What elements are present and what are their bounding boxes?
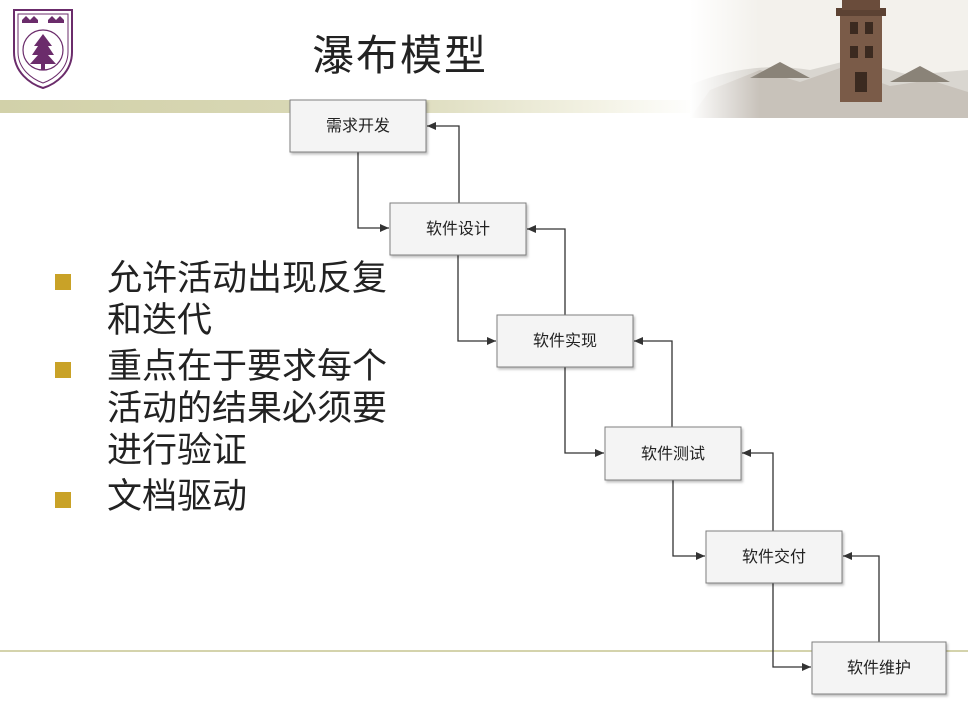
bullet-text: 允许活动出现反复和迭代 [107,259,388,341]
forward-arrow [772,583,811,671]
forward-arrow [357,152,389,232]
feedback-arrow [742,449,774,531]
forward-arrow [672,480,705,560]
stage-box: 软件设计 [389,202,527,256]
stage-label: 软件交付 [742,547,806,566]
bullet-marker [55,274,71,290]
page-title: 瀑布模型 [311,31,488,80]
bullet-text: 重点在于要求每个活动的结果必须要进行验证 [107,347,388,471]
stage-label: 需求开发 [326,116,390,135]
bullet-item: 文档驱动 [55,476,395,518]
feedback-arrow [843,552,880,642]
bell-tower-image [690,0,968,118]
forward-arrow [564,367,604,457]
forward-arrow [457,255,496,345]
bullet-marker [55,362,71,378]
bullet-text: 文档驱动 [107,477,248,517]
feedback-arrow [634,337,673,427]
bullet-item: 允许活动出现反复和迭代 [55,258,395,342]
footer-line [0,650,968,652]
stage-label: 软件维护 [847,658,911,677]
stage-box: 软件交付 [705,530,843,584]
bullet-list: 允许活动出现反复和迭代 重点在于要求每个活动的结果必须要进行验证 文档驱动 [55,258,395,522]
stage-box: 软件测试 [604,426,742,481]
stage-label: 软件实现 [533,331,597,350]
stage-label: 软件设计 [426,219,490,238]
university-logo [8,6,78,90]
bullet-marker [55,492,71,508]
feedback-arrow [427,122,460,203]
feedback-arrow [527,225,566,315]
stage-label: 软件测试 [641,444,705,463]
stage-box: 需求开发 [289,99,427,153]
stage-box: 软件实现 [496,314,634,368]
stage-box: 软件维护 [811,641,947,695]
bullet-item: 重点在于要求每个活动的结果必须要进行验证 [55,346,395,472]
